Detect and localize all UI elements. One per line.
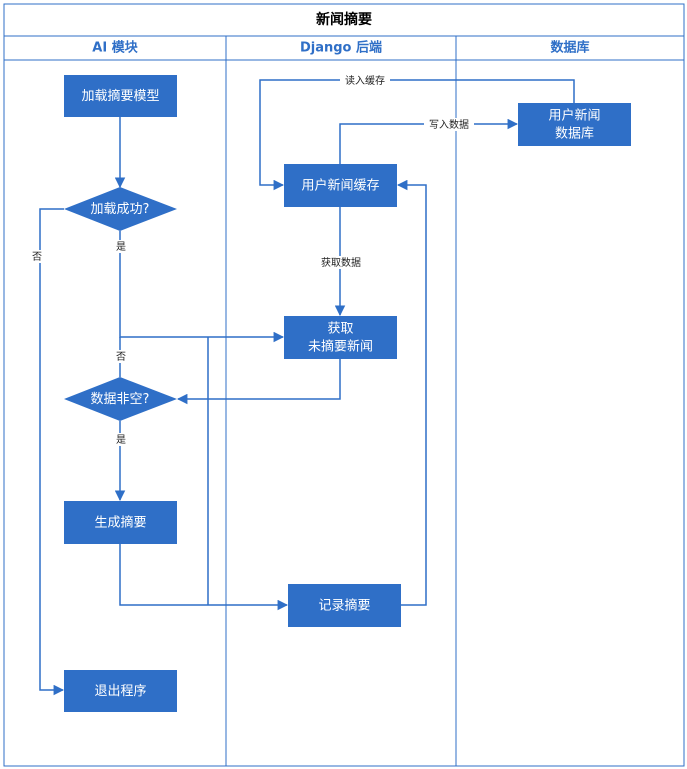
swimlane-frame [3,3,685,767]
node-label-line: 用户新闻 [548,107,600,123]
lane-header-ai: AI 模块 [92,40,138,56]
node-label: 加载成功? [91,202,150,217]
edge-label-write-data: 写入数据 [429,118,469,131]
node-label: 用户新闻数据库 [548,107,600,141]
edge-record-to-cache [396,179,427,606]
edge-label-read-cache: 读入缓存 [345,74,385,87]
edge-label-no-data: 否 [116,351,126,363]
node-label: 用户新闻缓存 [301,177,379,193]
lane-header-django: Django 后端 [300,40,382,56]
node-label: 退出程序 [94,684,146,699]
edge-label-no-load: 否 [32,251,42,263]
edge-load-ok-to-fetch [119,231,285,343]
connectors [39,79,575,696]
node-user-news-cache: 用户新闻缓存 [284,164,397,207]
node-label-line: 加载成功? [91,202,150,217]
node-label: 数据非空? [91,392,150,407]
node-generate-summary: 生成摘要 [64,501,177,544]
node-user-news-db: 用户新闻数据库 [518,103,631,146]
node-exit-program: 退出程序 [64,670,177,712]
node-label: 加载摘要模型 [81,88,159,104]
edge-label-yes-data: 是 [116,434,126,446]
lane-header-db: 数据库 [550,40,589,56]
node-data-nonempty-decision: 数据非空? [64,377,177,421]
node-label-line: 数据库 [555,125,594,141]
node-label-line: 获取 [327,321,353,336]
node-label-line: 未摘要新闻 [308,338,373,354]
node-label-line: 用户新闻缓存 [301,177,379,193]
edge-label-fetch-data: 获取数据 [321,256,361,269]
edge-fetch-to-check [176,359,341,405]
node-record-summary: 记录摘要 [288,584,401,627]
node-label-line: 记录摘要 [318,597,370,613]
node-fetch-unsummarized: 获取未摘要新闻 [284,316,397,359]
edge-db-to-cache [259,79,575,191]
node-label-line: 生成摘要 [94,514,146,530]
node-label-line: 加载摘要模型 [81,88,159,104]
node-label-line: 数据非空? [91,392,150,407]
node-label: 生成摘要 [94,514,146,530]
edge-label-yes-load: 是 [116,241,126,253]
node-load-ok-decision: 加载成功? [64,187,177,231]
edge-load-fail-to-exit [39,208,65,696]
node-load-model: 加载摘要模型 [64,75,177,117]
node-label-line: 退出程序 [94,684,146,699]
node-label: 记录摘要 [318,597,370,613]
node-label: 获取未摘要新闻 [308,321,373,354]
diagram-title: 新闻摘要 [316,11,372,28]
edge-generate-to-record [119,544,289,611]
